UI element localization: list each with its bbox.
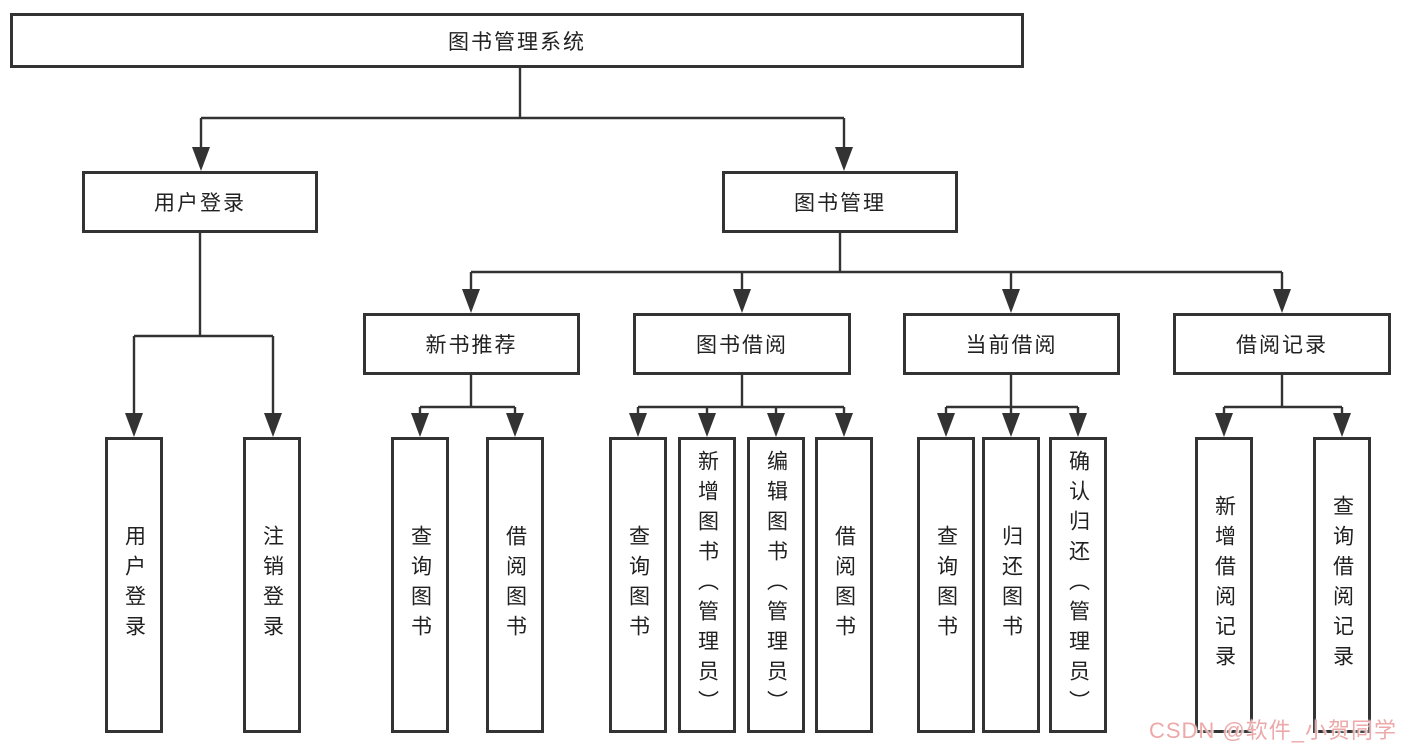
leaf-edit-books-admin: 编辑图书（管理员） — [747, 437, 805, 733]
leaf-label: 编辑图书（管理员） — [764, 450, 788, 720]
node-label: 当前借阅 — [965, 334, 1058, 357]
csdn-watermark: CSDN @软件_小贺同学 — [1148, 718, 1397, 743]
connector-path — [132, 68, 1344, 415]
leaf-add-borrow-record: 新增借阅记录 — [1195, 437, 1253, 733]
leaf-label: 查询借阅记录 — [1330, 495, 1354, 675]
leaf-query-borrow-record: 查询借阅记录 — [1313, 437, 1371, 733]
leaf-label: 查询图书 — [626, 525, 650, 645]
leaf-label: 归还图书 — [999, 525, 1023, 645]
leaf-query-books-recommend: 查询图书 — [391, 437, 449, 733]
leaf-query-books-borrow: 查询图书 — [609, 437, 667, 733]
leaf-add-books-admin: 新增图书（管理员） — [678, 437, 736, 733]
node-label: 图书管理 — [794, 192, 886, 215]
leaf-confirm-return-admin: 确认归还（管理员） — [1049, 437, 1107, 733]
leaf-label: 新增借阅记录 — [1212, 495, 1236, 675]
node-label: 图书管理系统 — [448, 30, 586, 54]
node-user-login: 用户登录 — [82, 171, 318, 233]
arrowheads — [125, 147, 1351, 437]
leaf-label: 注销登录 — [260, 525, 284, 645]
node-borrowing-records: 借阅记录 — [1173, 313, 1391, 375]
leaf-logout: 注销登录 — [243, 437, 301, 733]
leaf-borrow-books: 借阅图书 — [815, 437, 873, 733]
leaf-query-books-current: 查询图书 — [917, 437, 975, 733]
leaf-borrow-books-recommend: 借阅图书 — [486, 437, 544, 733]
leaf-label: 用户登录 — [122, 525, 146, 645]
node-label: 图书借阅 — [696, 334, 788, 357]
leaf-label: 新增图书（管理员） — [695, 450, 719, 720]
node-current-borrowing: 当前借阅 — [903, 313, 1120, 375]
leaf-user-login: 用户登录 — [105, 437, 163, 733]
leaf-label: 查询图书 — [934, 525, 958, 645]
node-label: 用户登录 — [154, 192, 246, 215]
node-label: 借阅记录 — [1236, 334, 1328, 357]
leaf-label: 确认归还（管理员） — [1066, 450, 1090, 720]
node-book-borrowing: 图书借阅 — [633, 313, 851, 375]
node-label: 新书推荐 — [425, 334, 518, 357]
leaf-label: 查询图书 — [408, 525, 432, 645]
leaf-return-books: 归还图书 — [982, 437, 1040, 733]
node-book-management: 图书管理 — [722, 171, 958, 233]
leaf-label: 借阅图书 — [832, 525, 856, 645]
node-library-system: 图书管理系统 — [10, 13, 1024, 68]
node-new-book-recommendation: 新书推荐 — [363, 313, 580, 375]
leaf-label: 借阅图书 — [503, 525, 527, 645]
